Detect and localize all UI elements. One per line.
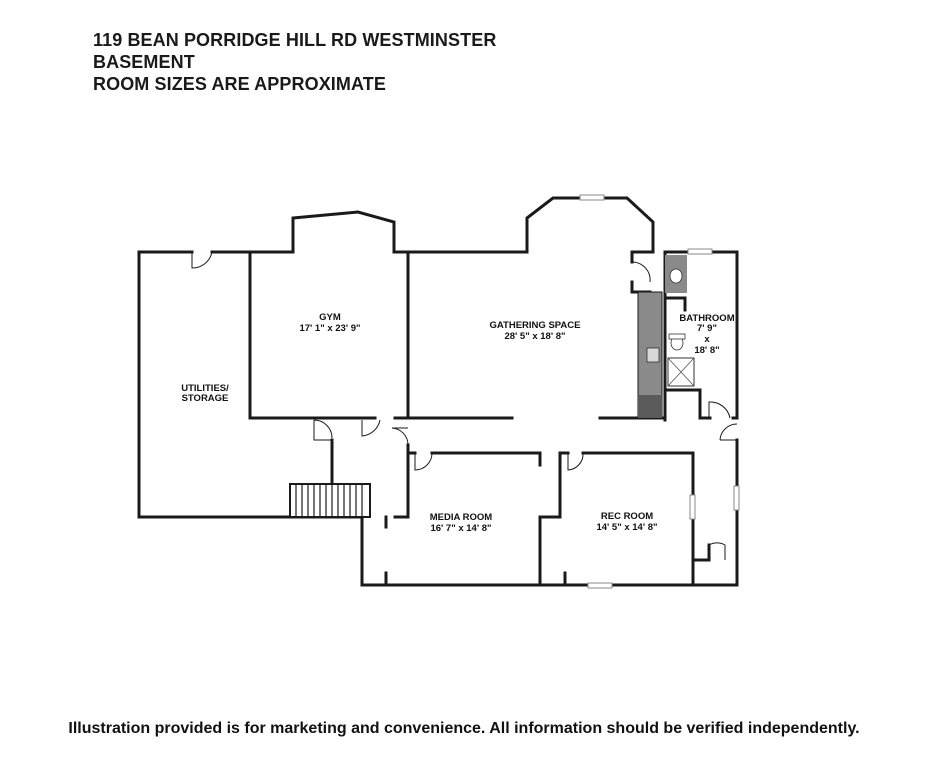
bathroom-size-2: x [704, 334, 710, 345]
rec-window-left [689, 494, 696, 520]
utilities-door [191, 251, 213, 269]
plan-header: 119 BEAN PORRIDGE HILL RD WESTMINSTER BA… [93, 29, 693, 95]
gym-size: 17' 1" x 23' 9" [299, 323, 360, 334]
sink-icon [646, 347, 660, 363]
gym-door [361, 419, 381, 437]
bathroom-label: BATHROOM [679, 313, 734, 324]
east-hall-door [719, 423, 738, 441]
media-door [414, 452, 433, 471]
bathroom-inner-2 [663, 388, 712, 420]
approximate-note: ROOM SIZES ARE APPROXIMATE [93, 74, 386, 94]
hall-door [391, 427, 409, 446]
floor-plan: UTILITIES/ STORAGE GYM 17' 1" x 23' 9" G… [137, 194, 740, 589]
gym-label: GYM [319, 312, 341, 323]
bathroom-door [708, 401, 731, 419]
bathroom-size-1: 7' 9" [697, 323, 717, 334]
level-title: BASEMENT [93, 52, 195, 72]
rec-label: REC ROOM [601, 511, 653, 522]
east-window [733, 485, 740, 511]
utilities-wall [137, 250, 214, 519]
media-label: MEDIA ROOM [430, 512, 493, 523]
bathroom-size-3: 18' 8" [694, 345, 719, 356]
disclaimer: Illustration provided is for marketing a… [68, 720, 860, 737]
stair-bottom [288, 515, 364, 587]
closet-door [631, 261, 651, 283]
rec-door [567, 452, 584, 471]
gathering-label: GATHERING SPACE [490, 320, 581, 331]
doors [191, 251, 738, 560]
rec-window-bottom [587, 582, 613, 589]
utilities-label-1: UTILITIES/ [181, 383, 229, 394]
utilities-label-2: STORAGE [182, 393, 229, 404]
east-wall [691, 438, 739, 587]
bathroom-window [687, 248, 713, 255]
stair-door-left [313, 419, 333, 441]
gathering-size: 28' 5" x 18' 8" [504, 331, 565, 342]
gathering-bay-wall [406, 196, 655, 254]
staircase [289, 483, 371, 518]
rec-size: 14' 5" x 14' 8" [596, 522, 657, 533]
media-size: 16' 7" x 14' 8" [430, 523, 491, 534]
gym-bay-wall [248, 210, 409, 254]
counter-end [638, 395, 662, 418]
bath-sink-icon [669, 268, 683, 284]
east-closet-door [708, 542, 726, 560]
windows [579, 194, 740, 589]
closet-stub-2 [630, 280, 652, 294]
address-title: 119 BEAN PORRIDGE HILL RD WESTMINSTER [93, 30, 497, 50]
walls [137, 196, 739, 587]
shower-icon [667, 357, 695, 387]
toilet-tank-icon [668, 333, 686, 340]
gathering-window [579, 194, 605, 201]
